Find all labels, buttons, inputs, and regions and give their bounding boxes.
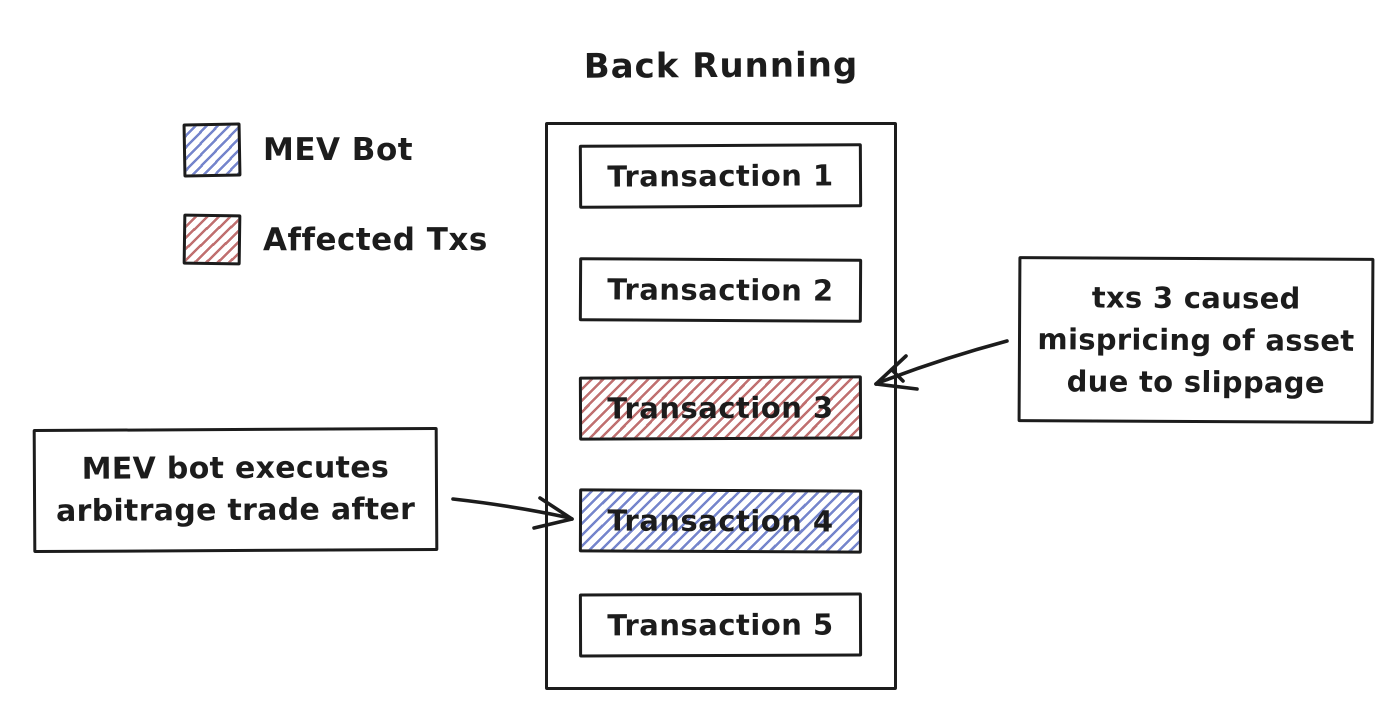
diagram-title: Back Running (583, 45, 859, 87)
transaction-4-label: Transaction 4 (607, 503, 834, 539)
annotation-right-line-3: due to slippage (1066, 364, 1325, 400)
legend-label-mev-bot: MEV Bot (263, 132, 414, 168)
annotation-left-line-2: arbitrage trade after (55, 492, 416, 529)
transaction-2-label: Transaction 2 (607, 272, 834, 308)
affected-txs-hatch-swatch-icon (182, 213, 242, 266)
annotation-right-line-2: mispricing of asset (1037, 322, 1355, 358)
annotation-left-line-1: MEV bot executes (81, 450, 390, 487)
transaction-3-box-affected: Transaction 3 (578, 375, 863, 441)
transaction-5-box: Transaction 5 (578, 592, 863, 658)
legend-item-mev-bot: MEV Bot (182, 122, 414, 178)
legend-label-affected-txs: Affected Txs (263, 221, 488, 258)
transaction-3-label: Transaction 3 (607, 390, 834, 426)
annotation-mev-bot-executes: MEV bot executes arbitrage trade after (32, 426, 439, 554)
annotation-txs3-mispricing: txs 3 caused mispricing of asset due to … (1017, 256, 1375, 424)
legend-item-affected-txs: Affected Txs (182, 213, 488, 266)
transaction-4-box-mev-bot: Transaction 4 (578, 488, 863, 554)
transaction-1-label: Transaction 1 (607, 158, 834, 194)
block-container: Transaction 1 Transaction 2 Transaction … (545, 122, 897, 690)
mev-bot-hatch-swatch-icon (182, 122, 242, 178)
transaction-1-box: Transaction 1 (578, 143, 863, 209)
transaction-5-label: Transaction 5 (607, 607, 834, 643)
transaction-2-box: Transaction 2 (578, 257, 863, 323)
annotation-right-line-1: txs 3 caused (1091, 280, 1301, 316)
